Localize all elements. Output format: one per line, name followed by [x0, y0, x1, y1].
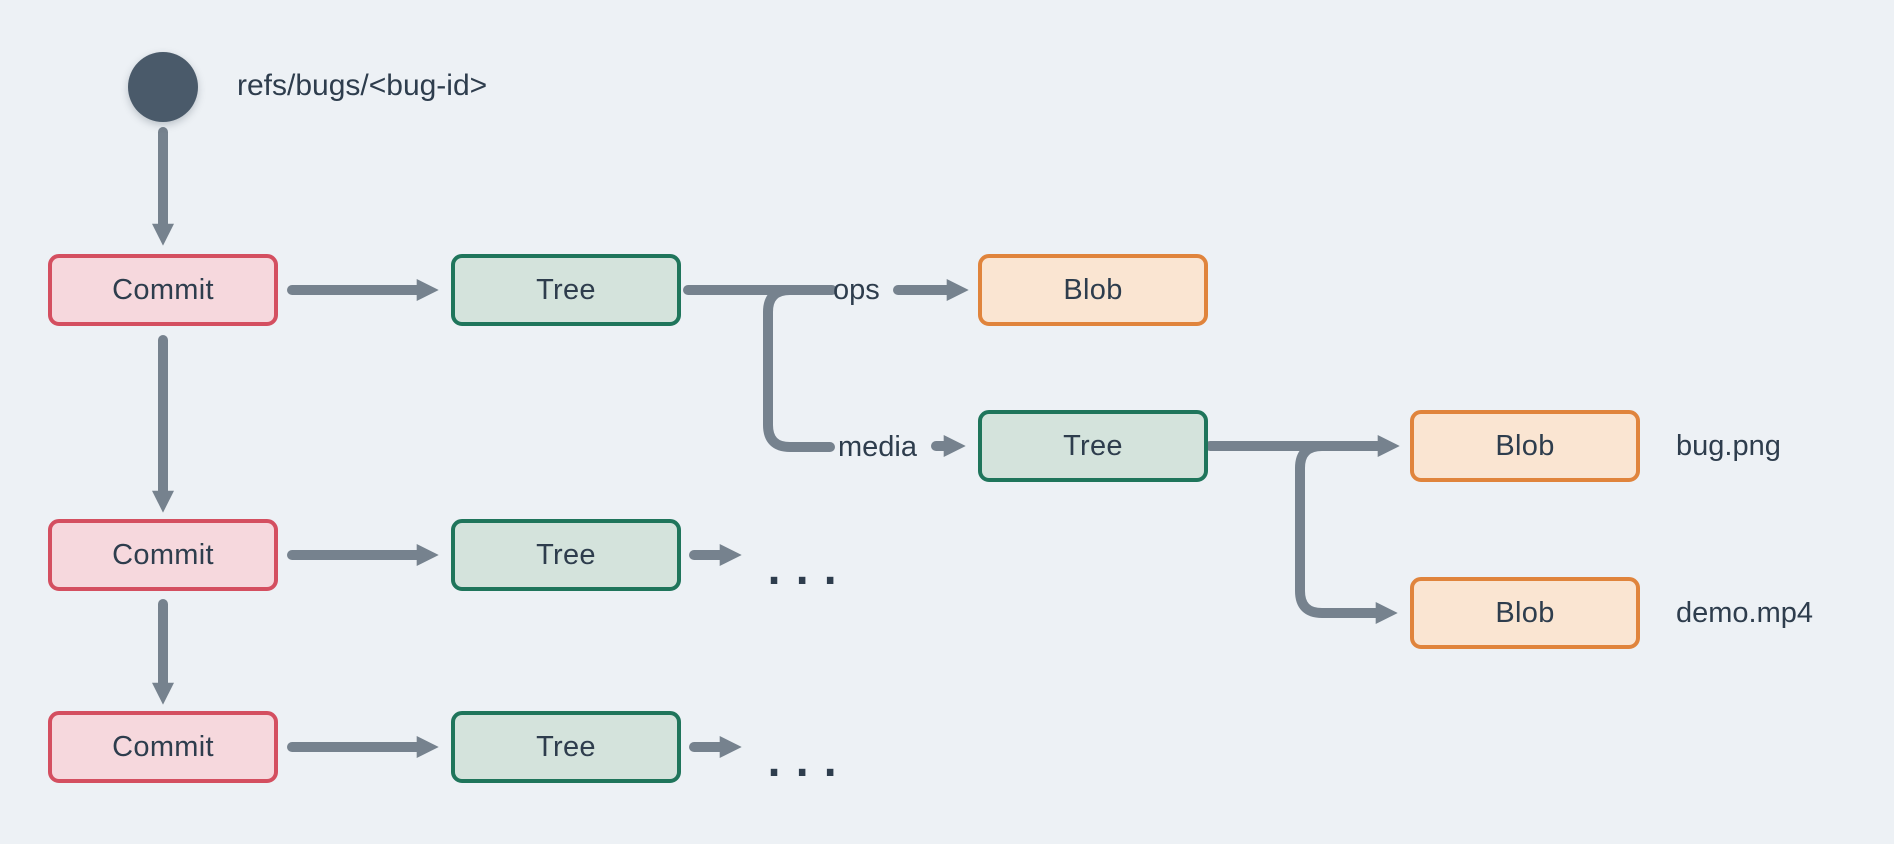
node-tree-media: Tree — [978, 410, 1208, 482]
node-tree-1: Tree — [451, 254, 681, 326]
ellipsis-row3: ... — [762, 740, 847, 786]
node-commit-1: Commit — [48, 254, 278, 326]
node-commit-3: Commit — [48, 711, 278, 783]
ellipsis-row2: ... — [762, 548, 847, 594]
ref-circle — [128, 52, 198, 122]
edge-label-ops: ops — [833, 273, 880, 306]
ref-label: refs/bugs/<bug-id> — [237, 69, 488, 102]
node-blob-ops: Blob — [978, 254, 1208, 326]
node-tree-row3: Tree — [451, 711, 681, 783]
file-label-demo-mp4: demo.mp4 — [1676, 596, 1814, 629]
edge-treemedia-branch-to-blob-demo — [1295, 441, 1398, 625]
edge-label-media: media — [838, 430, 917, 463]
node-tree-row2: Tree — [451, 519, 681, 591]
edge-tree1-branch-media — [763, 285, 835, 452]
node-blob-demo: Blob — [1410, 577, 1640, 649]
node-blob-bug: Blob — [1410, 410, 1640, 482]
file-label-bug-png: bug.png — [1676, 429, 1781, 462]
node-commit-2: Commit — [48, 519, 278, 591]
